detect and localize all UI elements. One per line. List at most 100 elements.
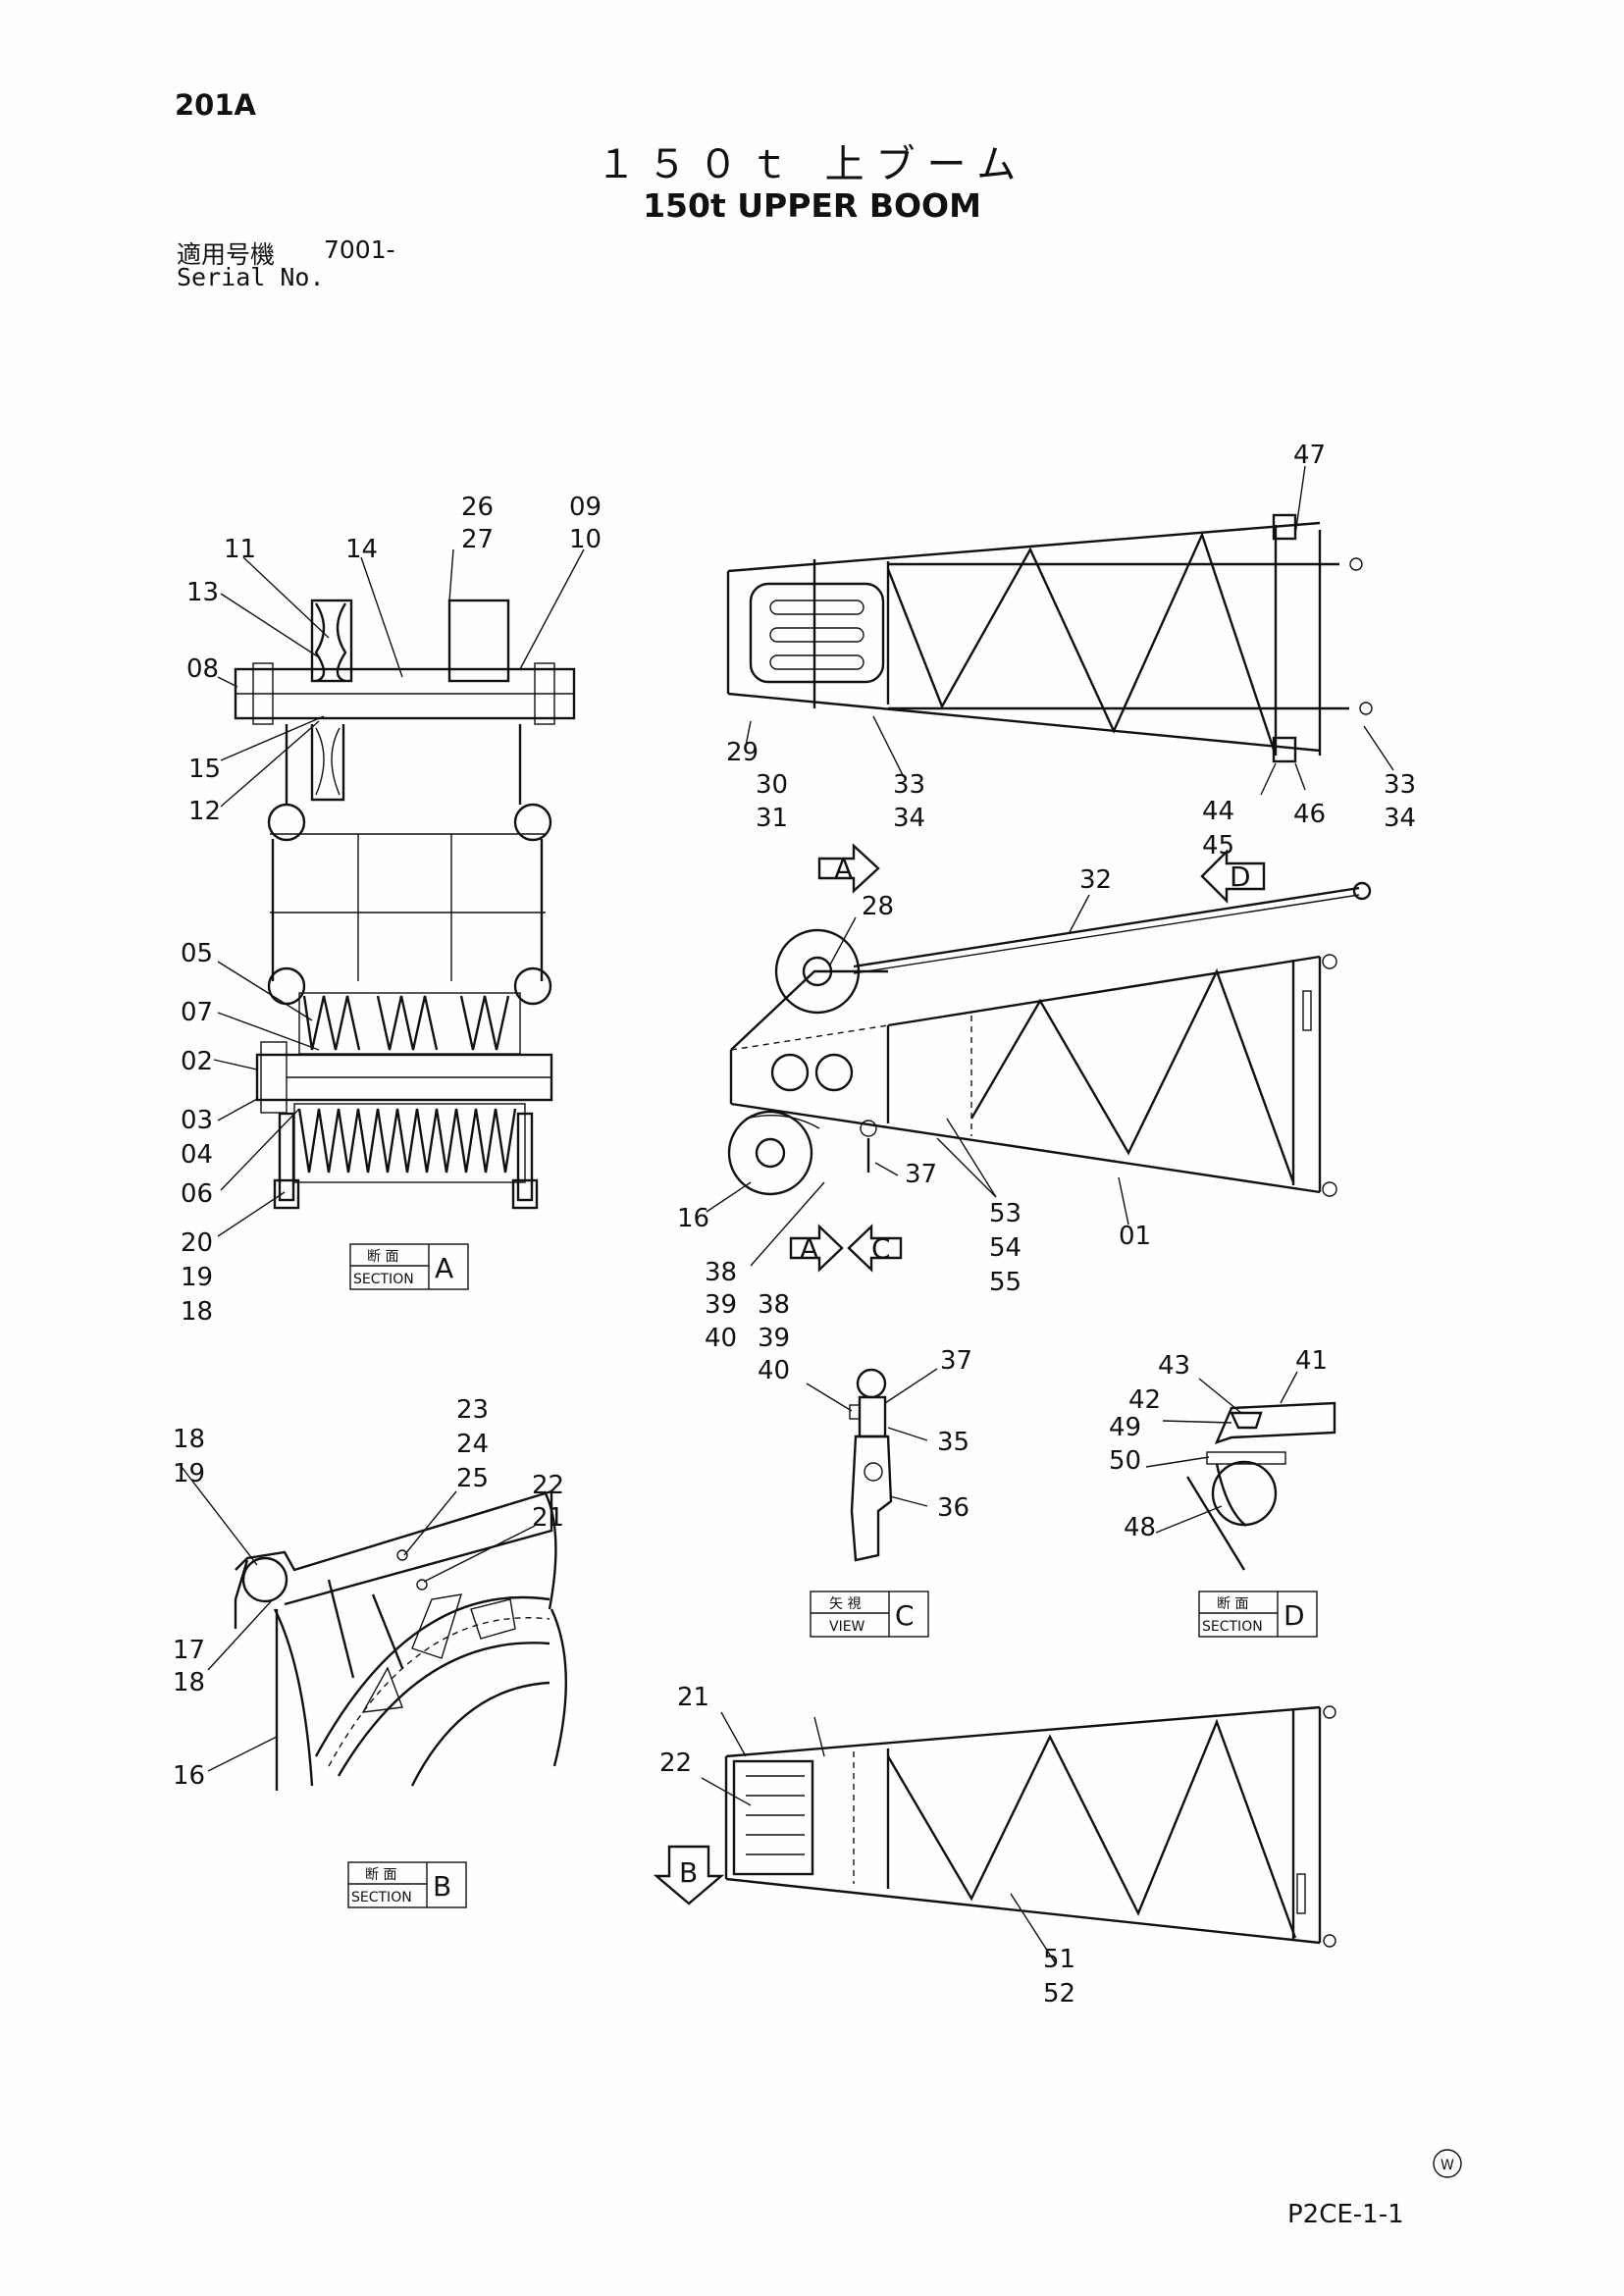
label-08: 08: [186, 654, 219, 684]
section-b-view: [181, 1466, 567, 1791]
label-28: 28: [862, 892, 894, 921]
label-41: 41: [1295, 1346, 1328, 1376]
label-46: 46: [1293, 800, 1326, 829]
label-53: 53: [989, 1199, 1022, 1228]
section-a-letter: A: [435, 1252, 453, 1284]
label-30: 30: [756, 770, 788, 800]
label-39-b: 39: [758, 1324, 790, 1353]
label-09: 09: [569, 493, 602, 522]
arrow-c: C: [871, 1232, 891, 1265]
label-32: 32: [1079, 865, 1112, 895]
section-tag-a: 断 面 SECTION A: [349, 1243, 469, 1290]
label-55: 55: [989, 1268, 1022, 1297]
serial-value: 7001-: [324, 235, 395, 264]
section-tag-d: 断 面 SECTION D: [1198, 1591, 1318, 1638]
section-b-letter: B: [433, 1870, 451, 1903]
label-03: 03: [181, 1106, 213, 1135]
label-44: 44: [1202, 797, 1234, 826]
label-35: 35: [937, 1428, 969, 1457]
label-47: 47: [1293, 441, 1326, 470]
section-d-en: SECTION: [1202, 1619, 1263, 1635]
section-d-view: [1145, 1371, 1336, 1571]
label-39-a: 39: [705, 1290, 737, 1320]
label-33-top: 33: [893, 770, 925, 800]
label-33-right: 33: [1384, 770, 1416, 800]
serial-label-japanese: 適用号機: [177, 240, 276, 269]
label-01: 01: [1119, 1222, 1151, 1251]
section-a-jp: 断 面: [367, 1249, 398, 1265]
title-japanese: １５０ｔ 上ブーム: [596, 142, 1028, 187]
label-48: 48: [1124, 1513, 1156, 1542]
title-english: 150t UPPER BOOM: [643, 186, 981, 225]
label-24: 24: [456, 1430, 489, 1459]
label-21-bottom: 21: [677, 1683, 709, 1712]
label-36: 36: [937, 1493, 969, 1523]
label-20: 20: [181, 1228, 213, 1258]
arrow-a-bottom: A: [800, 1232, 818, 1265]
section-tag-c: 矢 視 VIEW C: [810, 1591, 929, 1638]
label-23: 23: [456, 1395, 489, 1425]
view-c: [806, 1368, 938, 1562]
label-29: 29: [726, 738, 759, 767]
label-40-a: 40: [705, 1324, 737, 1353]
section-tag-b: 断 面 SECTION B: [347, 1861, 467, 1908]
boom-side-view: A D: [706, 843, 1372, 1273]
boom-bottom-view: B: [653, 1705, 1336, 1963]
label-27: 27: [461, 525, 494, 554]
label-19-b: 19: [173, 1459, 205, 1488]
label-16-b: 16: [173, 1761, 205, 1791]
view-c-jp: 矢 視: [829, 1596, 861, 1612]
label-04: 04: [181, 1140, 213, 1170]
label-21-b: 21: [532, 1503, 564, 1533]
label-15: 15: [188, 755, 221, 784]
label-18-b-top: 18: [173, 1425, 205, 1454]
section-a-view: [213, 548, 585, 1237]
label-49: 49: [1109, 1413, 1141, 1442]
label-16-side: 16: [677, 1204, 709, 1233]
label-17: 17: [173, 1636, 205, 1665]
label-50: 50: [1109, 1446, 1141, 1476]
label-31: 31: [756, 804, 788, 833]
section-d-jp: 断 面: [1217, 1596, 1248, 1612]
page-number: P2CE-1-1: [1287, 2200, 1404, 2229]
manufacturer-logo: W: [1433, 2149, 1462, 2178]
label-25: 25: [456, 1464, 489, 1493]
label-12: 12: [188, 797, 221, 826]
section-b-jp: 断 面: [365, 1867, 396, 1883]
label-05: 05: [181, 939, 213, 968]
label-10: 10: [569, 525, 602, 554]
boom-top-view: [726, 465, 1394, 796]
label-06: 06: [181, 1179, 213, 1209]
label-14: 14: [345, 535, 378, 564]
serial-label-english: Serial No.: [177, 263, 325, 291]
label-40-b: 40: [758, 1356, 790, 1385]
label-38-b: 38: [758, 1290, 790, 1320]
label-22-b: 22: [532, 1471, 564, 1500]
label-37-view-c: 37: [940, 1346, 972, 1376]
label-22-bottom: 22: [659, 1748, 692, 1778]
drawing-code: 201A: [175, 88, 256, 122]
label-45: 45: [1202, 831, 1234, 861]
label-34-right: 34: [1384, 804, 1416, 833]
arrow-a-top: A: [834, 853, 853, 885]
label-11: 11: [224, 535, 256, 564]
label-52: 52: [1043, 1979, 1075, 2009]
label-07: 07: [181, 998, 213, 1027]
label-19: 19: [181, 1263, 213, 1292]
label-13: 13: [186, 578, 219, 607]
logo-letter: W: [1441, 2158, 1454, 2173]
section-b-en: SECTION: [351, 1890, 412, 1905]
label-37-side: 37: [905, 1160, 937, 1189]
view-c-letter: C: [895, 1599, 915, 1632]
view-c-en: VIEW: [829, 1619, 865, 1635]
label-18: 18: [181, 1297, 213, 1327]
label-51: 51: [1043, 1945, 1075, 1974]
label-26: 26: [461, 493, 494, 522]
label-42: 42: [1128, 1385, 1161, 1415]
label-34-top: 34: [893, 804, 925, 833]
label-02: 02: [181, 1047, 213, 1076]
label-18-b-bottom: 18: [173, 1668, 205, 1697]
arrow-b: B: [679, 1856, 698, 1889]
label-38-a: 38: [705, 1258, 737, 1287]
